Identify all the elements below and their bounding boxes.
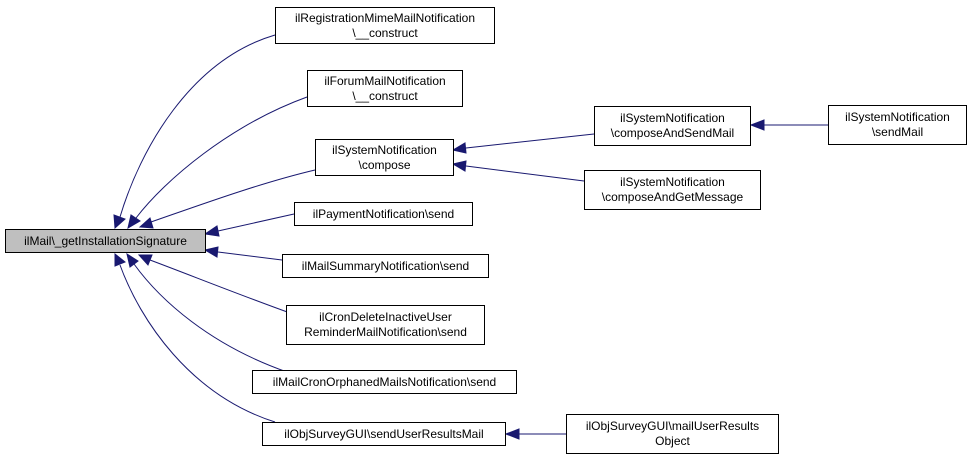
- node-label: ilSystemNotification: [845, 110, 950, 124]
- edge-summary-to-root: [217, 251, 283, 261]
- node-label: \compose: [358, 157, 411, 172]
- node-label: \__construct: [352, 88, 418, 103]
- node-label: ReminderMailNotification\send: [304, 325, 467, 339]
- edge-payment-to-root: [217, 213, 295, 232]
- node-system-notification-compose-and-send-mail[interactable]: ilSystemNotification \composeAndSendMail: [594, 106, 751, 146]
- node-forum-mail-construct[interactable]: ilForumMailNotification \__construct: [307, 70, 463, 107]
- arrowhead: [138, 217, 154, 229]
- node-label: ilMailSummaryNotification\send: [301, 258, 470, 273]
- node-label: ilRegistrationMimeMailNotification: [294, 10, 476, 25]
- node-registration-mime-mail-construct[interactable]: ilRegistrationMimeMailNotification \__co…: [275, 7, 495, 44]
- node-label: ilPaymentNotification\send: [312, 206, 455, 221]
- edge-compose-send-to-compose: [465, 133, 595, 149]
- node-cron-orphaned-mails-send[interactable]: ilMailCronOrphanedMailsNotification\send: [252, 370, 517, 394]
- arrowhead: [451, 160, 467, 172]
- node-label: \composeAndGetMessage: [601, 190, 744, 204]
- arrowhead: [749, 119, 765, 131]
- node-label: ilObjSurveyGUI\sendUserResultsMail: [284, 426, 484, 441]
- edge-cron-orphaned-to-root: [133, 263, 288, 373]
- node-system-notification-send-mail[interactable]: ilSystemNotification \sendMail: [828, 105, 967, 145]
- node-label: \sendMail: [871, 125, 924, 139]
- node-mail-summary-send[interactable]: ilMailSummaryNotification\send: [282, 254, 489, 278]
- node-label: ilObjSurveyGUI\mailUserResults: [585, 419, 760, 433]
- arrowhead: [126, 252, 139, 268]
- arrowhead: [114, 252, 126, 267]
- arrowhead: [504, 428, 520, 440]
- node-label: ilCronDeleteInactiveUser: [319, 310, 452, 324]
- node-label: \__construct: [352, 25, 418, 40]
- arrowhead: [113, 214, 126, 230]
- node-survey-mail-user-results-object[interactable]: ilObjSurveyGUI\mailUserResults Object: [566, 414, 779, 454]
- edge-compose-get-to-compose: [465, 165, 585, 182]
- edge-forum-to-root: [135, 96, 308, 219]
- node-label: ilSystemNotification: [332, 142, 437, 157]
- node-label: \composeAndSendMail: [610, 126, 735, 140]
- node-label: ilMailCronOrphanedMailsNotification\send: [272, 374, 497, 389]
- edge-registration-to-root: [119, 34, 276, 218]
- arrowhead: [451, 142, 467, 154]
- edge-cron-inactive-to-root: [149, 259, 291, 314]
- node-system-notification-compose-and-get-message[interactable]: ilSystemNotification \composeAndGetMessa…: [584, 170, 761, 210]
- arrowhead: [203, 246, 219, 258]
- node-label: ilSystemNotification: [620, 175, 725, 189]
- node-label: Object: [655, 434, 690, 448]
- node-label: ilSystemNotification: [620, 111, 725, 125]
- node-label: ilMail\_getInstallationSignature: [24, 233, 187, 248]
- edge-compose-to-root: [150, 169, 316, 223]
- edge-survey-send-to-root: [119, 264, 276, 423]
- arrowhead: [203, 225, 220, 237]
- node-payment-notification-send[interactable]: ilPaymentNotification\send: [294, 202, 473, 226]
- node-cron-delete-inactive-user-send[interactable]: ilCronDeleteInactiveUser ReminderMailNot…: [286, 305, 485, 345]
- arrowhead: [127, 214, 141, 230]
- root-node-get-installation-signature: ilMail\_getInstallationSignature: [5, 229, 206, 253]
- node-system-notification-compose[interactable]: ilSystemNotification \compose: [315, 139, 454, 176]
- arrowhead: [137, 254, 153, 266]
- node-survey-send-user-results-mail[interactable]: ilObjSurveyGUI\sendUserResultsMail: [262, 422, 506, 446]
- node-label: ilForumMailNotification: [324, 73, 446, 88]
